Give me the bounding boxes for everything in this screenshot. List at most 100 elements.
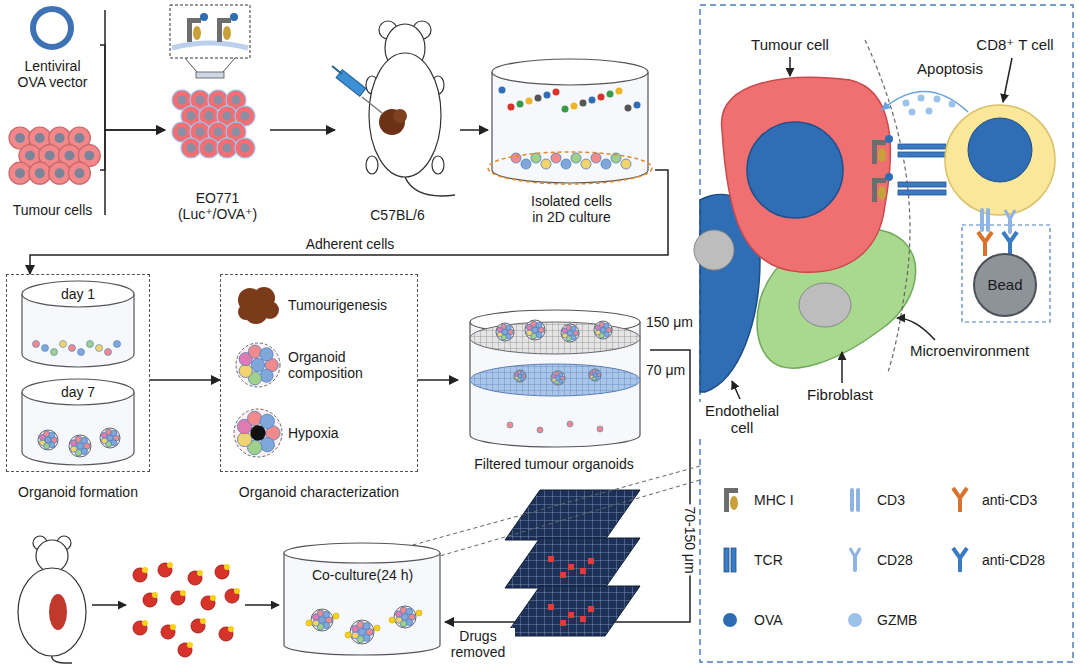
legend-swatch	[848, 613, 862, 627]
t-cell-marker	[197, 570, 203, 576]
feature-item: Organoid composition	[228, 334, 412, 396]
organoid-cell	[45, 437, 51, 443]
small-organoid	[567, 421, 573, 427]
seeded-cell	[78, 349, 85, 356]
organoid-cell	[107, 435, 113, 441]
tumour-lobe	[261, 301, 279, 319]
organoid-outline	[350, 620, 374, 644]
flow-arrow	[460, 129, 488, 131]
hypoxic-core	[250, 425, 265, 440]
dimension-label: 70 μm	[644, 362, 687, 378]
cell-nucleus	[205, 112, 214, 121]
cell-nucleus	[74, 168, 84, 178]
adherent-layer-outline	[488, 152, 652, 184]
layout-arrow	[245, 604, 279, 606]
zoom-line	[402, 466, 700, 548]
organoid-cell	[260, 369, 273, 382]
flow-arrow	[100, 130, 165, 170]
tumour-cell-cluster	[9, 127, 100, 184]
organoid-outline	[100, 428, 120, 448]
t-cell-marker	[142, 567, 148, 573]
organoid-outline	[514, 370, 526, 382]
dimension-label: 150 μm	[644, 314, 695, 330]
cell-nucleus	[223, 144, 232, 153]
spleen	[49, 594, 67, 630]
captured-organoid	[568, 612, 574, 618]
cd28-chain	[853, 556, 857, 572]
tcr-chain	[731, 548, 736, 572]
antibody	[978, 232, 992, 256]
adherent-cell	[621, 159, 631, 169]
cell-nucleus	[178, 128, 187, 137]
t-cell-marker	[167, 562, 173, 568]
flow-arrow	[418, 379, 458, 381]
mouse-tail	[405, 177, 455, 196]
granzyme-dot	[934, 96, 941, 103]
cell-nucleus	[178, 96, 187, 105]
t-cell-marker	[210, 595, 216, 601]
ova-peptide	[200, 13, 208, 21]
mesh-sheet	[505, 586, 640, 636]
cell-nucleus	[223, 112, 232, 121]
microenvironment-boundary	[865, 40, 910, 372]
organoid-cell	[600, 327, 605, 332]
floating-cell	[571, 103, 578, 110]
coculture-dish	[284, 543, 440, 655]
seeded-cell	[33, 341, 40, 348]
floating-cell	[634, 102, 641, 109]
legend-text: MHC I	[752, 492, 796, 508]
dashed-frame	[6, 274, 150, 472]
t-cell-marker	[234, 588, 240, 594]
cell-nucleus	[747, 122, 843, 218]
cell-nucleus	[84, 151, 94, 161]
t-cell	[171, 591, 185, 605]
mhc-b2m	[730, 496, 738, 510]
seeded-cell	[69, 345, 76, 352]
adherent-cell	[601, 159, 611, 169]
t-cell	[143, 593, 157, 607]
seeded-cell	[51, 349, 58, 356]
tumour-cell	[722, 77, 891, 272]
organoid-outline	[69, 435, 91, 457]
organoid	[561, 324, 579, 342]
cell-nucleus	[232, 128, 241, 137]
feature-item: Tumourigenesis	[228, 280, 412, 330]
organoid-outline	[561, 324, 579, 342]
syringe-needle	[362, 97, 382, 113]
granzyme-dot	[903, 100, 910, 107]
seeded-cell	[96, 345, 103, 352]
node-text: EO771 (Luc⁺/OVA⁺)	[170, 190, 265, 222]
organoid-composition-icon	[236, 343, 280, 387]
apoptosis-arrow	[882, 91, 968, 112]
floating-cell	[508, 104, 515, 111]
edge-label: Adherent cells	[304, 236, 397, 252]
mhc-b2m	[878, 186, 886, 200]
organoid-outline	[551, 371, 565, 385]
cell-nucleus	[55, 133, 65, 143]
dish-body	[492, 72, 648, 183]
mesh-layer	[505, 538, 640, 588]
cell-nucleus	[55, 168, 65, 178]
organoid-outline	[525, 320, 545, 340]
region-label: Microenvironment	[908, 342, 1031, 359]
t-cell	[225, 589, 239, 603]
node-text: Isolated cells in 2D culture	[527, 193, 617, 225]
t-cell-marker	[152, 592, 158, 598]
legend-text: TCR	[752, 552, 785, 568]
organoid	[394, 606, 416, 628]
granzyme-dot	[918, 95, 925, 102]
t-cell-marker	[142, 620, 148, 626]
mouse-head	[36, 540, 68, 572]
cd3-chain	[986, 208, 990, 232]
tcr-chain	[898, 144, 946, 149]
tcr-chain	[898, 182, 946, 187]
dish-rim	[22, 379, 134, 405]
bead-receptors	[978, 208, 1017, 256]
t-cell	[133, 621, 147, 635]
mhc-chain	[187, 18, 201, 23]
organoid	[525, 320, 545, 340]
t-cell	[215, 565, 229, 579]
cell-nucleus	[232, 96, 241, 105]
mhc-b2m	[878, 148, 886, 162]
bead-circle-node: Bead	[972, 252, 1038, 318]
